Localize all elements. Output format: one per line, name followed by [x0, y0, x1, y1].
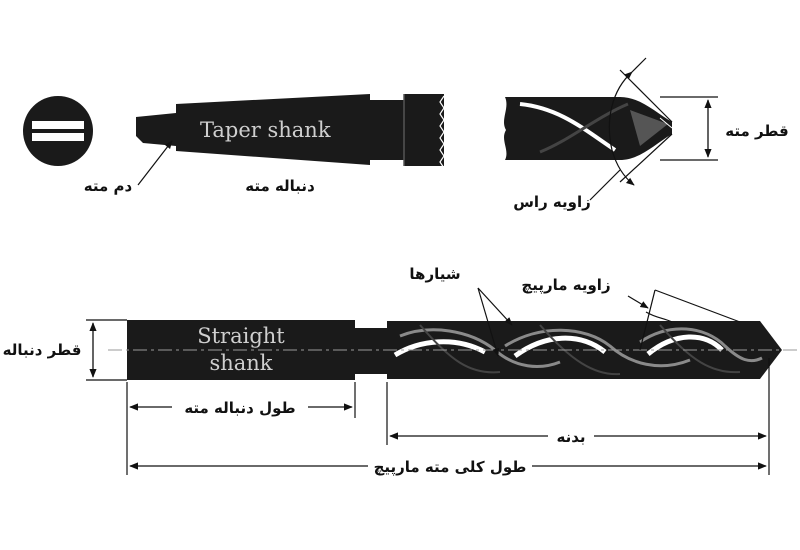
- flutes-callout: شیارها: [409, 265, 513, 357]
- taper-shank-text: Taper shank: [200, 118, 331, 142]
- body-length-dimension: بدنه: [389, 425, 767, 447]
- shank-diameter-dimension: قطر دنباله: [3, 319, 127, 381]
- helix-angle-callout: زاویه مارپیچ: [521, 276, 741, 351]
- helix-angle-label: زاویه مارپیچ: [521, 276, 610, 295]
- overall-length-label: طول کلی مته مارپیچ: [374, 458, 527, 477]
- tang-callout: دم مته: [84, 140, 173, 195]
- overall-length-dimension: طول کلی مته مارپیچ: [129, 455, 767, 477]
- drill-diameter-label: قطر مته: [725, 122, 789, 140]
- taper-shank: Taper shank: [136, 94, 445, 169]
- flute-highlights: [393, 324, 763, 376]
- shank-length-label: طول دنباله مته: [184, 399, 295, 417]
- point-angle-indicator: زاویه راس: [513, 57, 673, 211]
- drill-point-detail: [504, 97, 673, 160]
- shank-diameter-label: قطر دنباله: [3, 341, 82, 359]
- tang-label: دم مته: [84, 177, 133, 195]
- body-length-label: بدنه: [556, 428, 585, 446]
- flutes-label: شیارها: [409, 265, 460, 283]
- shank-length-dimension: طول دنباله مته: [129, 396, 353, 418]
- drill-diameter-dimension: قطر مته: [660, 96, 789, 161]
- drill-end-view: [23, 96, 93, 166]
- straight-shank-text-1: Straight: [197, 324, 285, 348]
- point-angle-label: زاویه راس: [513, 193, 591, 211]
- taper-shank-label: دنباله مته: [245, 177, 315, 195]
- straight-shank-text-2: shank: [209, 351, 272, 375]
